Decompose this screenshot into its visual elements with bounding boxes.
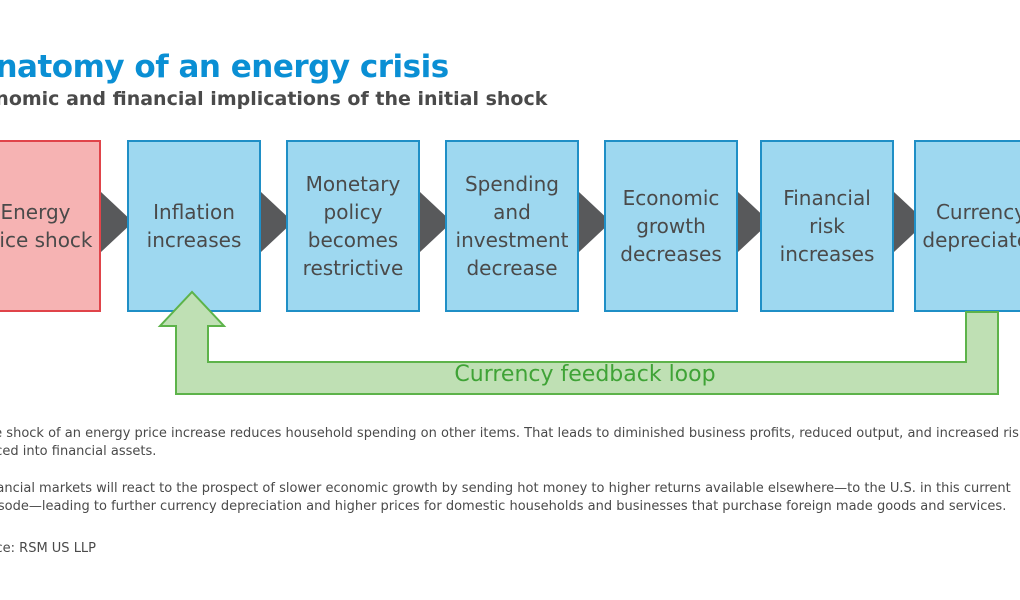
page-subtitle: Economic and financial implications of t…	[0, 88, 548, 110]
step-economic-growth: Economic growth decreases	[604, 140, 738, 312]
step-energy-price-shock: Energy price shock	[0, 140, 101, 312]
step-spending-investment: Spending and investment decrease	[445, 140, 579, 312]
step-monetary-policy: Monetary policy becomes restrictive	[286, 140, 420, 312]
source-note: Source: RSM US LLP	[0, 541, 97, 556]
step-financial-risk: Financial risk increases	[760, 140, 894, 312]
note-1: The shock of an energy price increase re…	[0, 426, 1020, 459]
note-2: Financial markets will react to the pros…	[0, 481, 1011, 514]
feedback-loop-arrow-shape	[157, 290, 999, 395]
feedback-loop-label: Currency feedback loop	[454, 362, 716, 387]
step-currency-depreciates: Currency depreciates	[914, 140, 1020, 312]
page-title: Anatomy of an energy crisis	[0, 49, 449, 85]
